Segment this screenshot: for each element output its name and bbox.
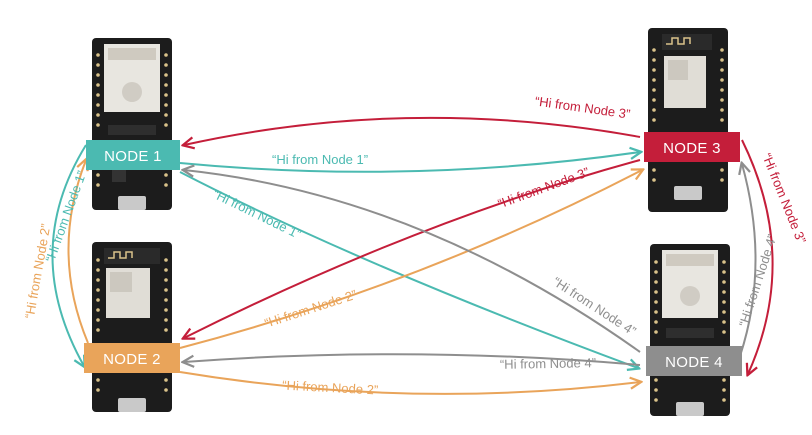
node2-badge: NODE 2 <box>84 343 180 373</box>
msg-node2-to-node1: “Hi from Node 2” <box>22 223 53 320</box>
arrow-node1-to-node4 <box>179 171 638 368</box>
msg-node3-to-node1: “Hi from Node 3” <box>534 93 631 121</box>
node1-badge: NODE 1 <box>86 140 180 170</box>
arrow-node2-to-node3 <box>179 170 642 349</box>
arrow-node3-to-node1 <box>184 116 641 145</box>
node2-label: NODE 2 <box>103 351 161 368</box>
arrow-node4-to-node1 <box>184 170 641 353</box>
msg-node3-to-node4: “Hi from Node 3” <box>759 151 809 246</box>
board-node4 <box>650 244 730 416</box>
msg-node3-to-node2: “Hi from Node 3” <box>496 164 591 211</box>
arrow-node1-to-node2 <box>51 144 87 366</box>
msg-node2-to-node4: “Hi from Node 2” <box>282 378 379 398</box>
arrow-node4-to-node2 <box>184 353 641 365</box>
msg-node4-to-node3: “Hi from Node 4” <box>736 233 780 329</box>
board-node3 <box>648 28 728 212</box>
msg-node4-to-node2: “Hi from Node 4” <box>500 355 596 372</box>
node4-label: NODE 4 <box>665 354 723 371</box>
arrow-node3-to-node2 <box>184 159 641 338</box>
node3-badge: NODE 3 <box>644 132 740 162</box>
msg-node4-to-node1: “Hi from Node 4” <box>550 274 639 339</box>
arrow-node1-to-node3 <box>179 152 640 173</box>
board-node1 <box>92 38 172 210</box>
arrow-node3-to-node4 <box>741 139 774 374</box>
node1-label: NODE 1 <box>104 148 162 165</box>
arrow-node2-to-node1 <box>67 160 89 344</box>
arrow-node4-to-node3 <box>740 164 757 357</box>
node4-badge: NODE 4 <box>646 346 742 376</box>
board-node2 <box>92 242 172 412</box>
node3-label: NODE 3 <box>663 140 721 157</box>
msg-node1-to-node4: “Hi from Node 1” <box>211 186 304 242</box>
msg-node1-to-node3: “Hi from Node 1” <box>272 152 368 167</box>
arrow-node2-to-node4 <box>179 371 640 395</box>
